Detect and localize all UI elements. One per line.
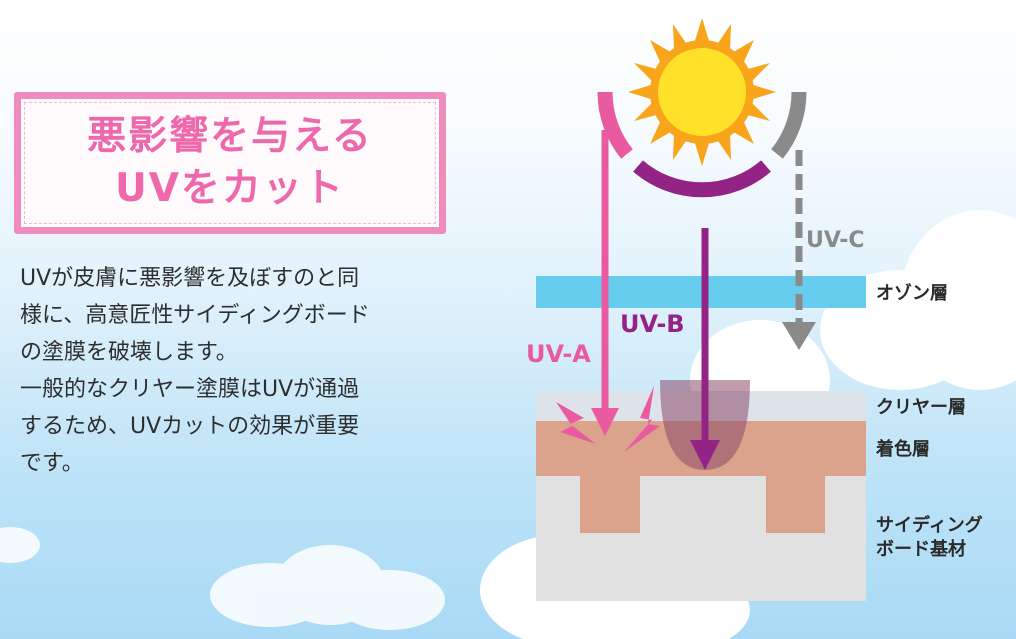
headline-box: 悪影響を与える UVをカット — [14, 92, 446, 234]
uvc-arc — [771, 91, 807, 159]
description-line: するため、UVカットの効果が重要 — [20, 414, 360, 439]
uva-arc — [597, 91, 633, 159]
clear-layer-label: クリヤー層 — [876, 397, 966, 418]
sun-icon — [628, 18, 776, 166]
uvc-arrowhead — [782, 322, 816, 350]
uva-label: UV-A — [526, 340, 591, 368]
uvb-label: UV-B — [620, 310, 685, 338]
description-text: UVが皮膚に悪影響を及ぼすのと同 様に、高意匠性サイディングボード の塗膜を破壊… — [20, 260, 460, 482]
description-line: 一般的なクリヤー塗膜はUVが通過 — [20, 377, 360, 402]
description-line: です。 — [20, 451, 84, 476]
color-layer — [536, 420, 866, 533]
uva-arrowhead — [591, 408, 619, 436]
uvc-label: UV-C — [806, 228, 865, 253]
description-line: 様に、高意匠性サイディングボード — [20, 303, 370, 328]
description-line: の塗膜を破壊します。 — [20, 340, 238, 365]
uvb-arc — [633, 160, 771, 198]
uvb-arrowhead — [690, 440, 720, 470]
board-layer-label-line: サイディング — [876, 515, 983, 536]
ozone-layer — [536, 276, 866, 308]
board-layer-label: サイディングボード基材 — [876, 514, 983, 562]
color-layer-label: 着色層 — [876, 439, 930, 460]
uva-burst-left — [556, 402, 596, 444]
uva-burst-right — [624, 386, 660, 452]
description-line: UVが皮膚に悪影響を及ぼすのと同 — [20, 266, 360, 291]
board-layer-label-line: ボード基材 — [876, 539, 966, 560]
ozone-layer-label: オゾン層 — [876, 283, 948, 304]
